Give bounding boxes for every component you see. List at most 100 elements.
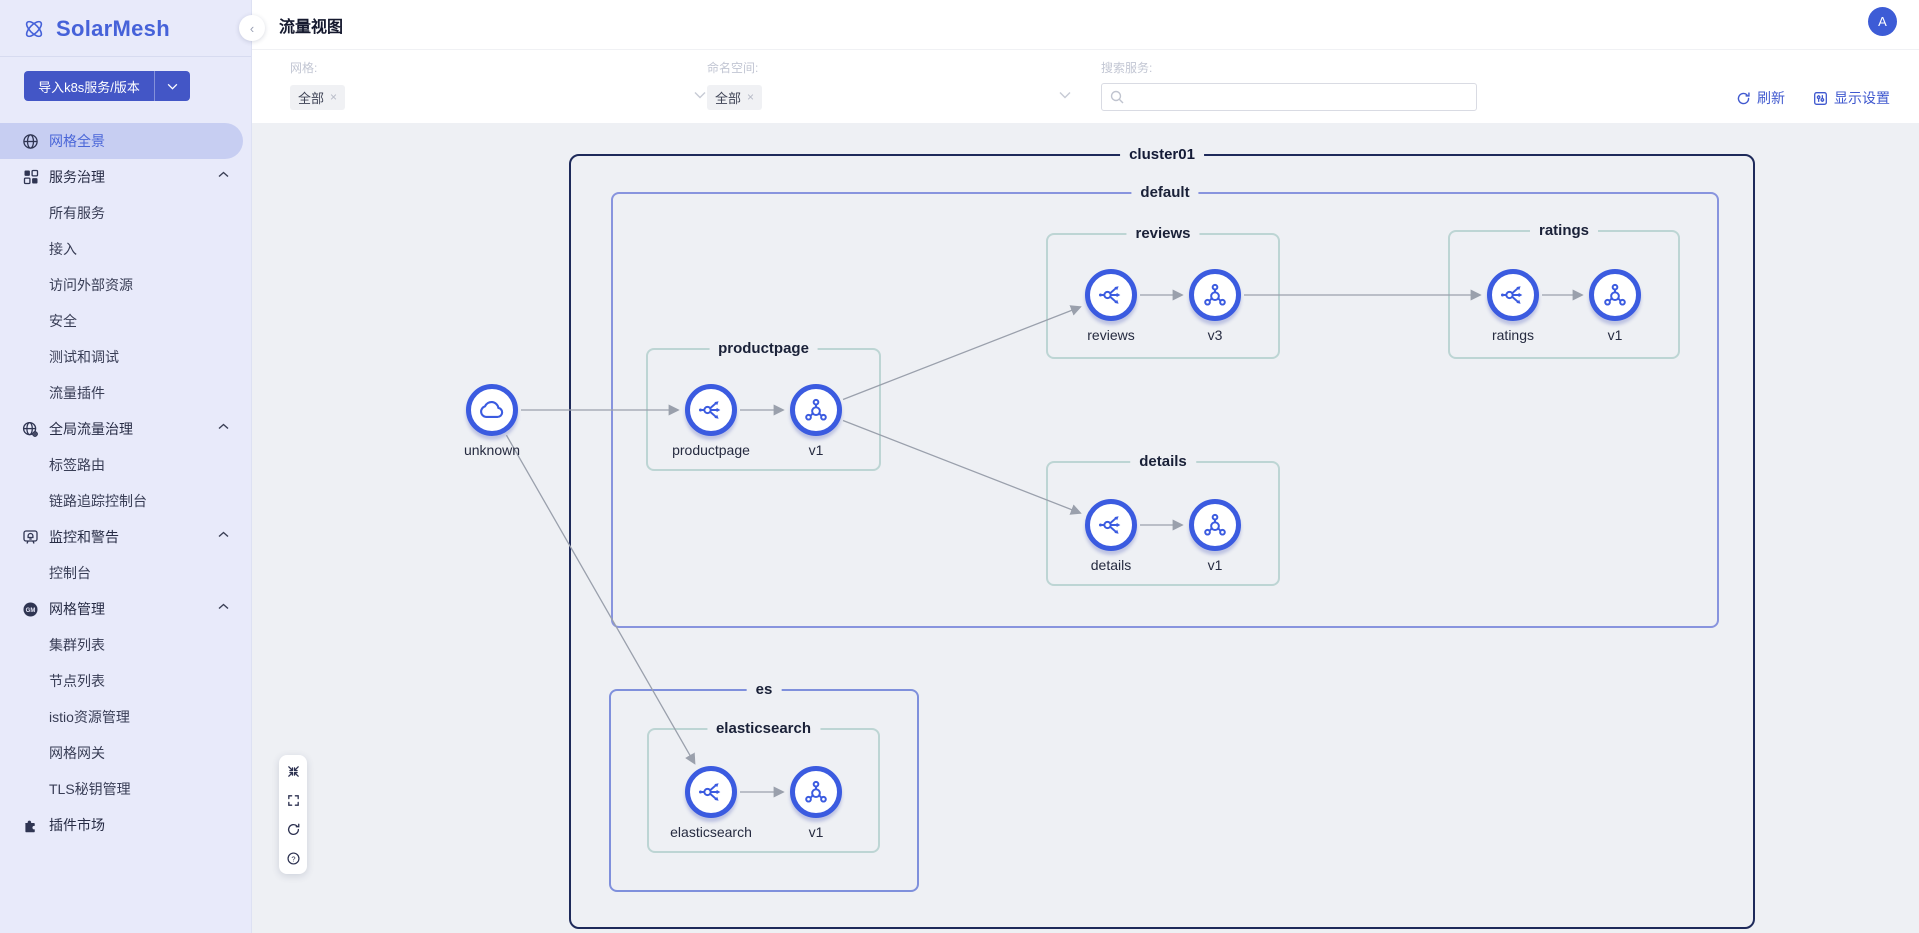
search-box [1101, 83, 1477, 111]
display-settings-icon [1813, 91, 1828, 106]
sidebar-item-monitoring-alerts[interactable]: 监控和警告 [0, 519, 251, 555]
sidebar-item-service-governance[interactable]: 服务治理 [0, 159, 251, 195]
chevron-left-icon: ‹ [249, 20, 255, 36]
sidebar-item-console[interactable]: 控制台 [0, 555, 251, 591]
app-group-productpage-grp[interactable]: productpage [646, 340, 881, 471]
namespace-tag-remove-icon[interactable]: × [747, 90, 755, 104]
mesh-select[interactable]: 全部 × [290, 83, 710, 111]
cloud-icon [466, 384, 518, 436]
reload-button[interactable] [283, 819, 303, 839]
fullscreen-button[interactable] [283, 790, 303, 810]
display-settings-label: 显示设置 [1834, 90, 1890, 106]
sidebar-item-test-debug[interactable]: 测试和调试 [0, 339, 251, 375]
import-k8s-button[interactable]: 导入k8s服务/版本 [24, 71, 190, 101]
mesh-tag-remove-icon[interactable]: × [330, 90, 338, 104]
main-area: ‹ 流量视图 A 网格: 全部 × [239, 0, 1919, 933]
chevron-up-icon[interactable] [218, 603, 229, 610]
sidebar-item-node-list[interactable]: 节点列表 [0, 663, 251, 699]
refresh-button[interactable]: 刷新 [1736, 88, 1785, 108]
sidebar-item-label: 流量插件 [49, 385, 105, 401]
sidebar-item-label: 访问外部资源 [49, 277, 133, 293]
node-reviews[interactable]: reviews [1085, 269, 1137, 343]
app-group-elasticsearch-grp[interactable]: elasticsearch [647, 720, 880, 853]
app-group-ratings-grp[interactable]: ratings [1448, 222, 1680, 359]
chevron-up-icon[interactable] [218, 531, 229, 538]
fanout-icon [1085, 269, 1137, 321]
node-productpage-v1[interactable]: v1 [790, 384, 842, 458]
node-ratings[interactable]: ratings [1487, 269, 1539, 343]
node-ratings-v1[interactable]: v1 [1589, 269, 1641, 343]
sidebar-collapse-button[interactable]: ‹ [239, 15, 265, 41]
sidebar-item-mesh-gateway[interactable]: 网格网关 [0, 735, 251, 771]
mesh-filter-label: 网格: [290, 61, 318, 75]
node-elasticsearch[interactable]: elasticsearch [670, 766, 752, 840]
workload-icon [1189, 499, 1241, 551]
sidebar-item-tracing-console[interactable]: 链路追踪控制台 [0, 483, 251, 519]
sidebar-item-label: istio资源管理 [49, 709, 130, 725]
sidebar-item-global-traffic[interactable]: 全局流量治理 [0, 411, 251, 447]
cluster-label: cluster01 [1120, 146, 1204, 163]
node-label: ratings [1491, 327, 1535, 343]
fanout-icon [685, 766, 737, 818]
puzzle-icon [22, 817, 39, 834]
chevron-up-icon[interactable] [218, 423, 229, 430]
fanout-icon [685, 384, 737, 436]
search-input[interactable] [1130, 89, 1476, 105]
node-label: elasticsearch [670, 824, 752, 840]
sidebar-item-label: 链路追踪控制台 [49, 493, 147, 509]
node-details-v1[interactable]: v1 [1189, 499, 1241, 573]
namespace-es[interactable]: es [609, 681, 919, 892]
sidebar-item-mesh-overview[interactable]: 网格全景 [0, 123, 243, 159]
grid-icon [22, 169, 39, 186]
app-group-label: ratings [1529, 222, 1599, 239]
import-k8s-dropdown[interactable] [154, 71, 190, 101]
app-group-label: elasticsearch [706, 720, 821, 737]
sidebar-item-istio-resources[interactable]: istio资源管理 [0, 699, 251, 735]
import-k8s-button-label[interactable]: 导入k8s服务/版本 [38, 79, 140, 95]
display-settings-button[interactable]: 显示设置 [1813, 88, 1890, 108]
sidebar-item-traffic-plugins[interactable]: 流量插件 [0, 375, 251, 411]
namespace-tag-label: 全部 [715, 90, 742, 106]
top-bar: ‹ 流量视图 A [239, 0, 1919, 50]
help-button[interactable]: ? [283, 848, 303, 868]
namespace-filter-label: 命名空间: [707, 61, 759, 75]
app-group-reviews-grp[interactable]: reviews [1046, 225, 1280, 359]
node-unknown[interactable]: unknown [464, 384, 520, 458]
avatar[interactable]: A [1868, 7, 1897, 36]
sidebar: SolarMesh 导入k8s服务/版本 网格全景服务治理所有服务接入访问外部资… [0, 0, 252, 933]
sidebar-item-access[interactable]: 接入 [0, 231, 251, 267]
sidebar-item-tls-keys[interactable]: TLS秘钥管理 [0, 771, 251, 807]
search-filter: 搜索服务: [1101, 59, 1477, 111]
node-label: unknown [463, 442, 521, 458]
node-details[interactable]: details [1085, 499, 1137, 573]
chevron-up-icon[interactable] [218, 171, 229, 178]
fit-view-button[interactable] [283, 761, 303, 781]
app-group-details-grp[interactable]: details [1046, 453, 1280, 586]
sidebar-item-cluster-list[interactable]: 集群列表 [0, 627, 251, 663]
sidebar-item-plugin-market[interactable]: 插件市场 [0, 807, 251, 843]
sidebar-item-label: 网格全景 [49, 133, 105, 149]
namespace-label: es [746, 681, 782, 698]
graph-toolbar: ? [279, 755, 307, 874]
svg-text:?: ? [291, 854, 295, 863]
node-productpage[interactable]: productpage [672, 384, 750, 458]
sidebar-item-all-services[interactable]: 所有服务 [0, 195, 251, 231]
svg-text:GM: GM [26, 608, 36, 614]
node-elasticsearch-v1[interactable]: v1 [790, 766, 842, 840]
workload-icon [790, 766, 842, 818]
app-group-label: reviews [1126, 225, 1200, 242]
fanout-icon [1085, 499, 1137, 551]
refresh-label: 刷新 [1757, 90, 1785, 106]
globe-icon [22, 133, 39, 150]
sidebar-item-label: 服务治理 [49, 169, 105, 185]
node-label: v1 [808, 824, 824, 840]
mesh-tag-label: 全部 [298, 90, 325, 106]
sidebar-item-security[interactable]: 安全 [0, 303, 251, 339]
node-reviews-v3[interactable]: v3 [1189, 269, 1241, 343]
sidebar-item-external-resources[interactable]: 访问外部资源 [0, 267, 251, 303]
mesh-selected-tag: 全部 × [290, 84, 346, 110]
sidebar-item-label-routing[interactable]: 标签路由 [0, 447, 251, 483]
namespace-select[interactable]: 全部 × [707, 83, 1077, 111]
